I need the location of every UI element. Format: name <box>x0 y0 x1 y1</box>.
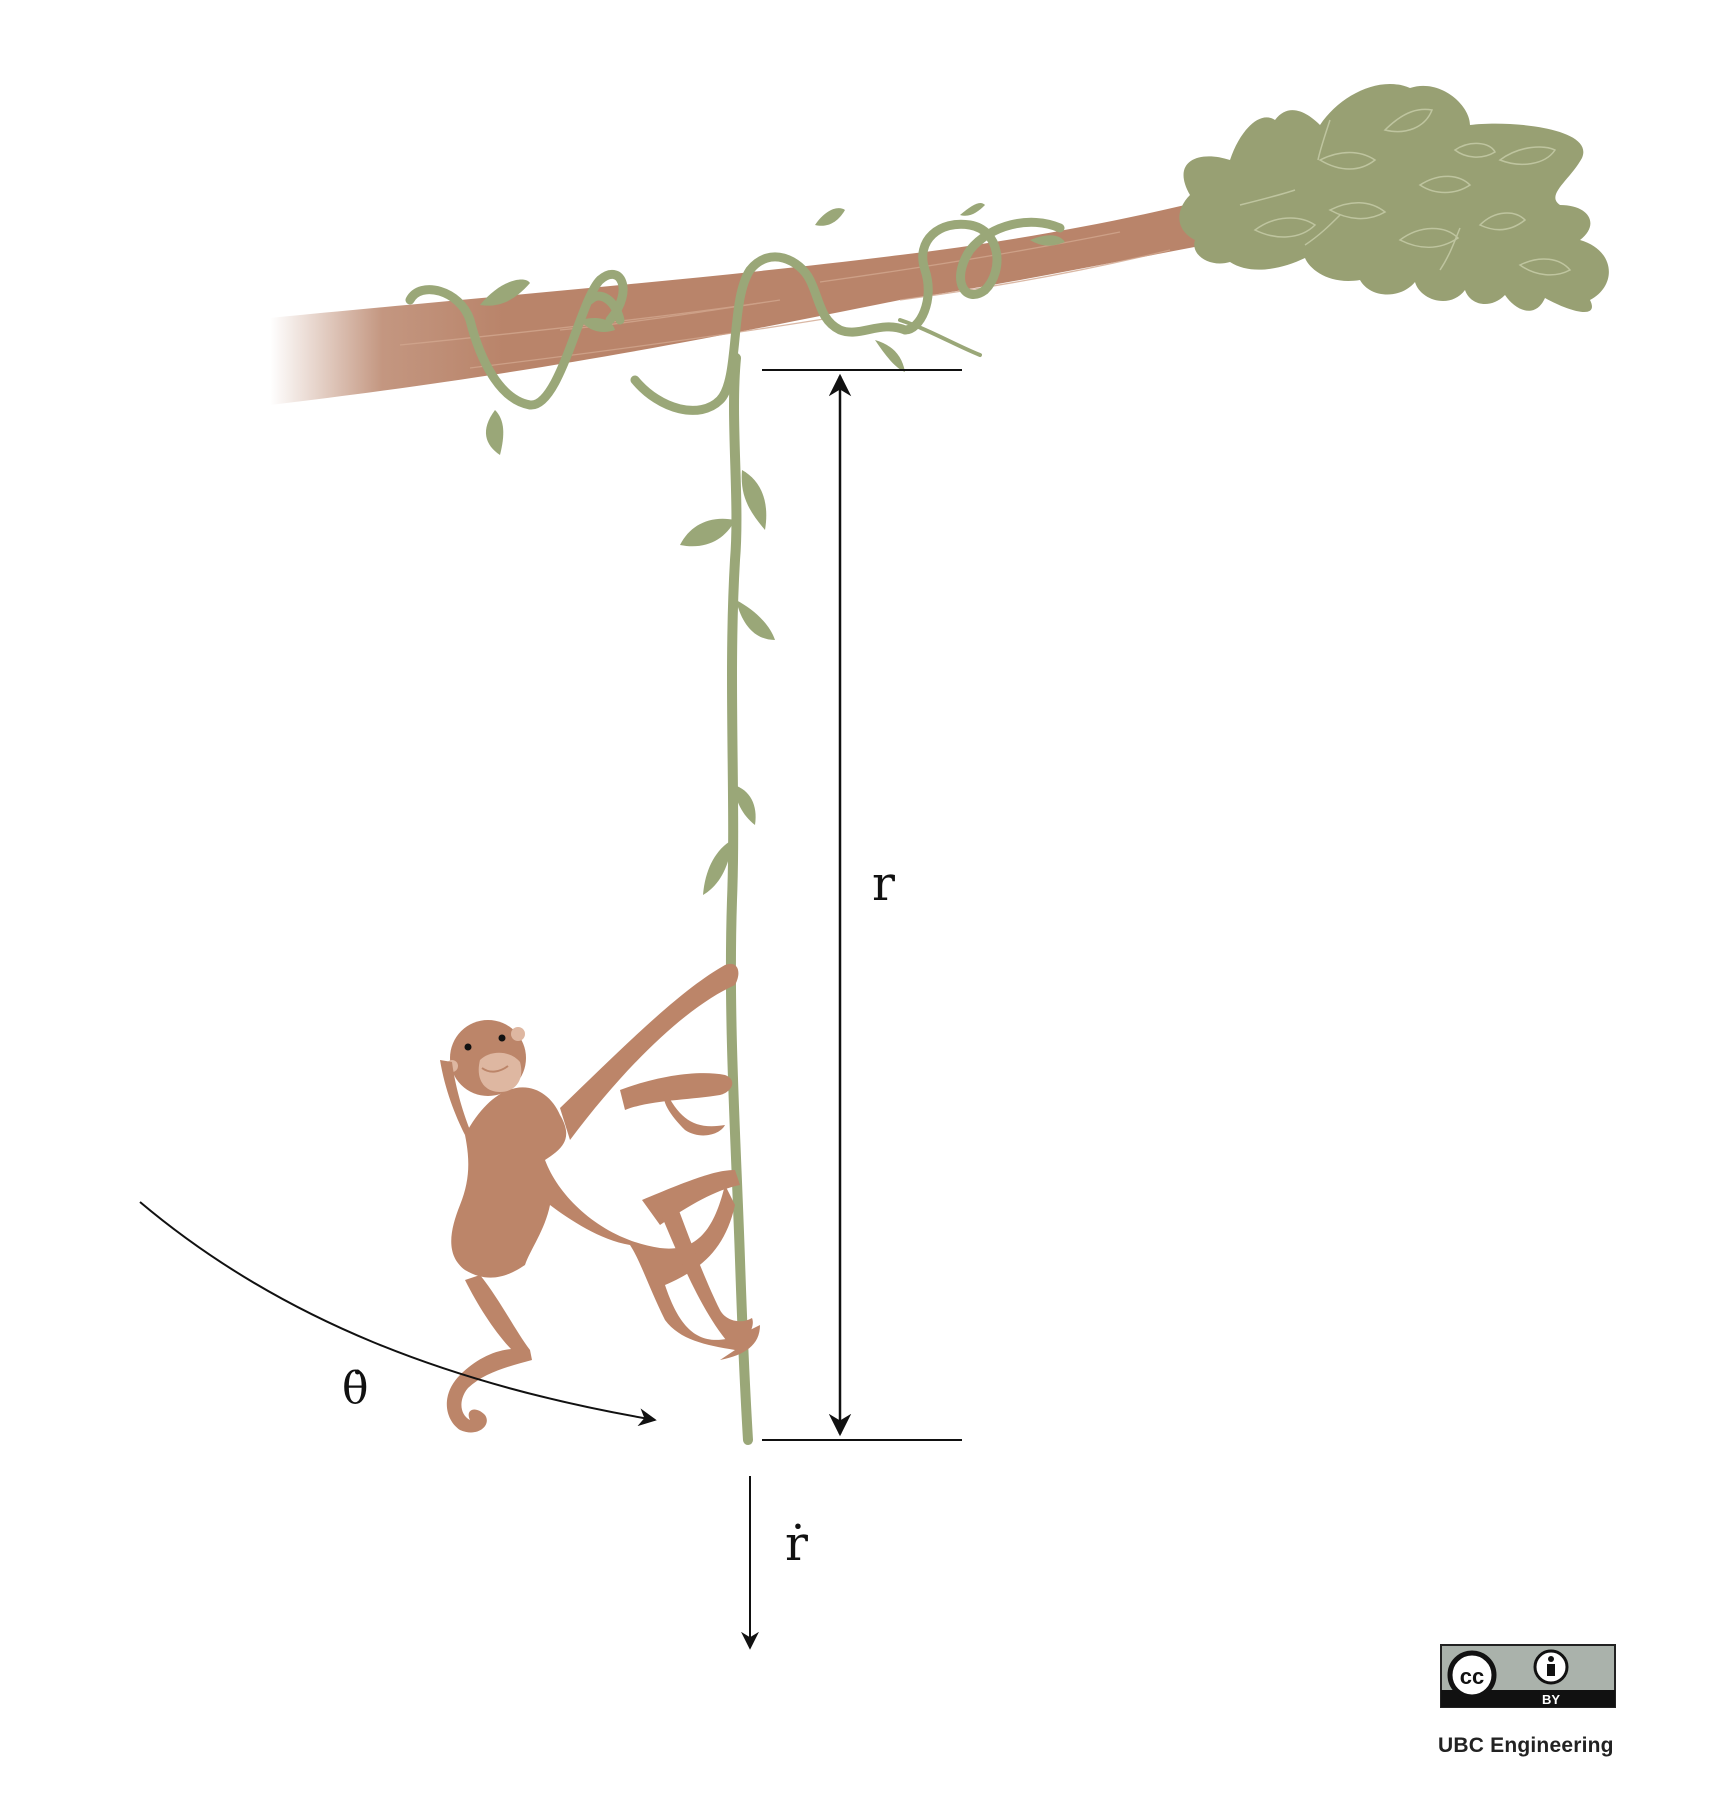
cc-symbol: cc <box>1460 1664 1484 1689</box>
theta-dot-label: θ̇ <box>342 1363 369 1414</box>
attribution-icon <box>1533 1649 1569 1685</box>
theta-dot-arc-arrow <box>139 1201 657 1427</box>
theta-dot-indicator: θ̇ <box>139 1201 657 1427</box>
vine-leaves-branch <box>480 203 1065 455</box>
by-label: BY <box>1542 1692 1560 1707</box>
wrapping-vines <box>405 217 1065 415</box>
monkey <box>440 963 760 1433</box>
dimension-r: r <box>762 369 962 1441</box>
credit-text: UBC Engineering <box>1438 1734 1614 1757</box>
r-dot-indicator: ṙ <box>741 1476 808 1650</box>
foliage <box>1179 83 1609 313</box>
r-dot-label: ṙ <box>785 1516 808 1572</box>
cc-icon <box>1447 1650 1497 1700</box>
hanging-vine <box>680 353 775 1445</box>
r-label: r <box>872 856 895 912</box>
cc-license-badge: cc BY <box>1440 1644 1616 1708</box>
